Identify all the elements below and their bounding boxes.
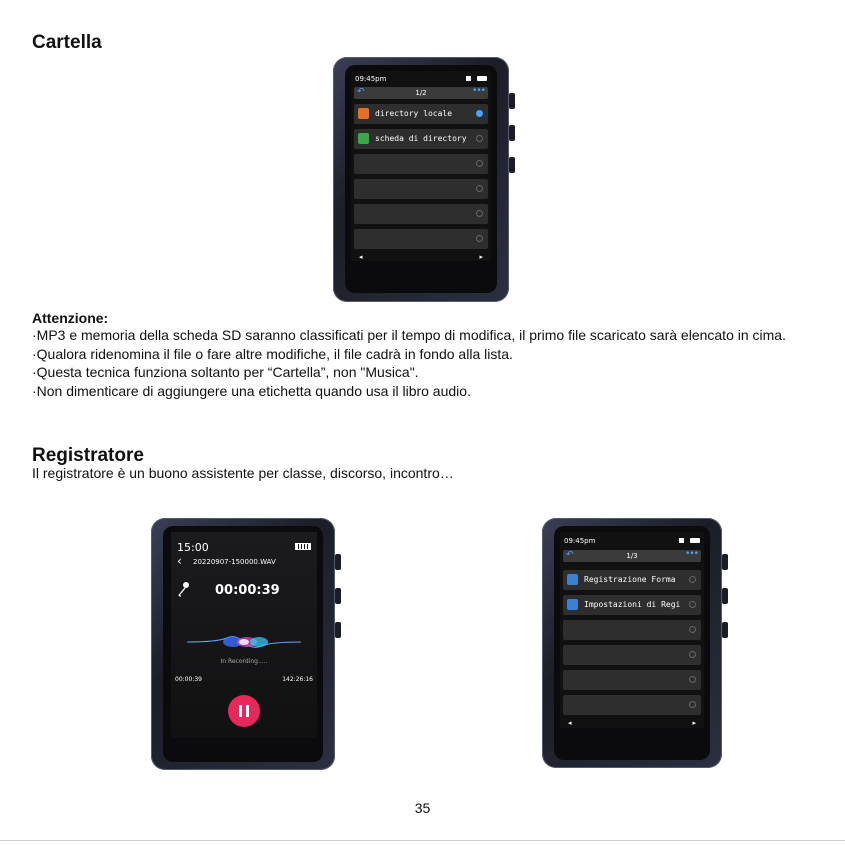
side-button-2[interactable] (509, 125, 515, 141)
side-button-2[interactable] (335, 588, 341, 604)
side-button-1[interactable] (722, 554, 728, 570)
recording-status: In Recording..... (220, 658, 268, 665)
side-button-3[interactable] (722, 622, 728, 638)
next-page-icon[interactable]: ▸ (692, 719, 696, 727)
recorder-description: Il registratore è un buono assistente pe… (32, 465, 454, 481)
side-button-1[interactable] (509, 93, 515, 109)
clock-time: 15:00 (177, 541, 209, 554)
list-item[interactable]: Impostazioni di Regi (563, 595, 701, 615)
sd-card-icon (679, 538, 684, 543)
back-chevron-icon[interactable]: ‹ (177, 554, 182, 568)
sd-card-icon (466, 76, 471, 81)
waveform-icon (186, 634, 302, 650)
status-time: 09:45pm (355, 75, 387, 83)
back-arrow-icon[interactable]: ↶ (357, 87, 365, 97)
pause-icon (239, 705, 242, 717)
prev-page-icon[interactable]: ◂ (359, 253, 363, 261)
radio-unselected[interactable] (689, 676, 696, 683)
elapsed-time-label: 00:00:39 (175, 676, 202, 683)
list-item[interactable] (354, 154, 488, 174)
next-page-icon[interactable]: ▸ (479, 253, 483, 261)
battery-icon (690, 538, 700, 543)
page-number: 35 (414, 800, 431, 816)
recorder-menu-screen: 09:45pm ↶ 1/3 ••• Registrazione Forma Im… (560, 532, 704, 728)
list-item[interactable] (563, 695, 701, 715)
section-title-folder: Cartella (32, 32, 102, 53)
side-button-3[interactable] (509, 157, 515, 173)
radio-unselected[interactable] (476, 135, 483, 142)
more-options-icon[interactable]: ••• (685, 549, 699, 559)
list-item[interactable] (563, 670, 701, 690)
mp3-player-folder: 09:45pm ↶ 1/2 ••• directory locale sched… (333, 57, 515, 302)
radio-unselected[interactable] (476, 235, 483, 242)
radio-unselected[interactable] (689, 701, 696, 708)
pause-button[interactable] (228, 695, 260, 727)
status-time: 09:45pm (564, 537, 596, 545)
radio-unselected[interactable] (689, 576, 696, 583)
battery-icon (477, 76, 487, 81)
list-item[interactable]: Registrazione Forma (563, 570, 701, 590)
mp3-player-recorder-menu: 09:45pm ↶ 1/3 ••• Registrazione Forma Im… (542, 518, 728, 768)
page-indicator: 1/3 (626, 552, 638, 560)
radio-unselected[interactable] (689, 601, 696, 608)
section-title-recorder: Registratore (32, 445, 144, 466)
radio-unselected[interactable] (689, 626, 696, 633)
remaining-time-label: 142:26:16 (282, 676, 313, 683)
elapsed-timer: 00:00:39 (215, 583, 280, 598)
note-line: ·Questa tecnica funziona soltanto per “C… (32, 364, 419, 381)
recording-filename: 20220907-150000.WAV (193, 558, 276, 566)
prev-page-icon[interactable]: ◂ (568, 719, 572, 727)
radio-unselected[interactable] (476, 185, 483, 192)
note-line: ·Qualora ridenomina il file o fare altre… (32, 345, 513, 362)
list-item[interactable] (354, 204, 488, 224)
record-icon (567, 574, 578, 585)
side-button-1[interactable] (335, 554, 341, 570)
list-item[interactable]: directory locale (354, 104, 488, 124)
folder-icon (358, 108, 369, 119)
list-item[interactable]: scheda di directory (354, 129, 488, 149)
battery-full-icon (295, 543, 311, 550)
radio-unselected[interactable] (476, 160, 483, 167)
list-item[interactable] (563, 620, 701, 640)
radio-selected[interactable] (476, 110, 483, 117)
radio-unselected[interactable] (476, 210, 483, 217)
recording-screen: 15:00 ‹ 20220907-150000.WAV 00:00:39 In … (171, 532, 317, 738)
mp3-player-recording: 15:00 ‹ 20220907-150000.WAV 00:00:39 In … (151, 518, 341, 770)
settings-icon (567, 599, 578, 610)
note-line: ·Non dimenticare di aggiungere una etich… (32, 382, 471, 399)
page-indicator: 1/2 (415, 89, 427, 97)
more-options-icon[interactable]: ••• (472, 86, 486, 96)
list-item[interactable] (354, 179, 488, 199)
folder-screen: 09:45pm ↶ 1/2 ••• directory locale sched… (351, 71, 491, 261)
side-button-2[interactable] (722, 588, 728, 604)
attention-heading: Attenzione: (32, 310, 109, 326)
list-item[interactable] (354, 229, 488, 249)
microphone-icon (177, 581, 191, 597)
list-item[interactable] (563, 645, 701, 665)
radio-unselected[interactable] (689, 651, 696, 658)
note-line: ·MP3 e memoria della scheda SD saranno c… (32, 327, 786, 343)
attention-notes: ·MP3 e memoria della scheda SD saranno c… (32, 326, 822, 400)
side-button-3[interactable] (335, 622, 341, 638)
footer-divider (0, 840, 845, 841)
sd-card-icon (358, 133, 369, 144)
back-arrow-icon[interactable]: ↶ (566, 550, 574, 560)
